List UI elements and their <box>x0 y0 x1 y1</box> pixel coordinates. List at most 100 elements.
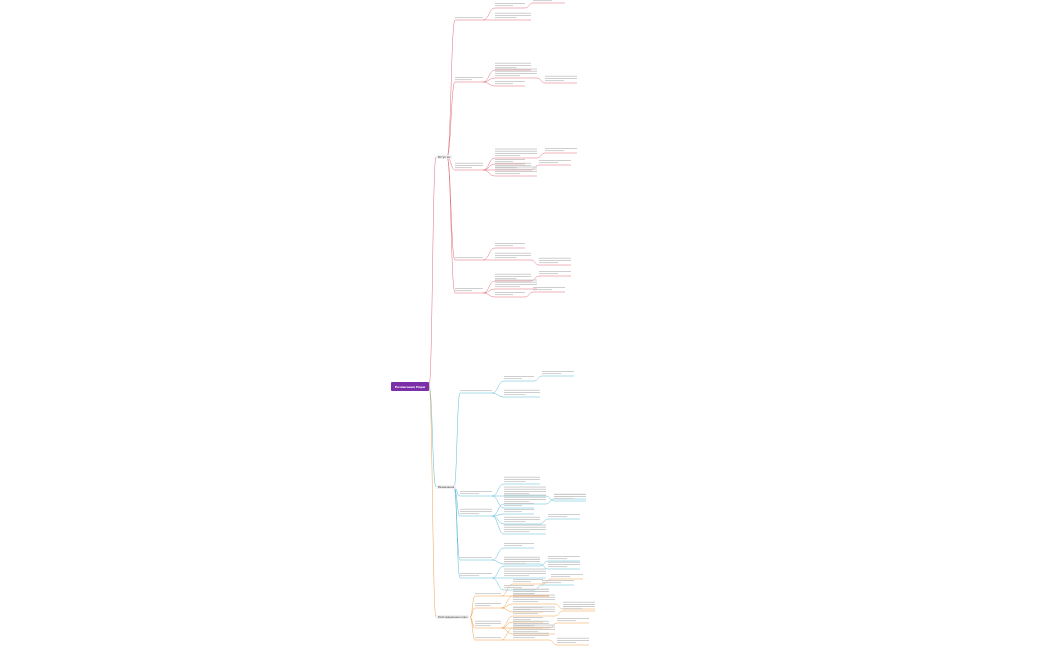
node-text <box>455 167 472 169</box>
node-text <box>539 257 571 259</box>
node-text <box>495 68 537 70</box>
node-text <box>495 243 525 244</box>
edge-level2 <box>453 392 461 488</box>
node-text <box>455 257 483 259</box>
node-text <box>495 255 531 256</box>
branch-node-2[interactable]: Визначення <box>436 485 457 490</box>
node-text <box>548 566 568 568</box>
node-text <box>495 171 537 172</box>
edge-level3 <box>482 81 496 87</box>
edge-level3 <box>491 503 505 517</box>
node-text <box>504 496 546 498</box>
node-text <box>504 587 522 589</box>
edge-level3 <box>491 392 505 398</box>
node-text <box>542 580 574 581</box>
node-text <box>545 78 577 79</box>
node-text <box>504 392 540 393</box>
edge-level2 <box>469 616 476 641</box>
node-text <box>460 511 492 512</box>
node-text <box>495 81 525 82</box>
node-text <box>563 601 595 603</box>
node-text <box>495 162 531 164</box>
node-text <box>513 579 543 580</box>
node-text <box>513 631 539 633</box>
edge-level4 <box>539 518 549 525</box>
node-text <box>504 479 540 480</box>
node-text <box>475 593 501 595</box>
node-text <box>513 619 531 621</box>
edge-level3 <box>491 495 505 509</box>
node-text <box>513 625 531 627</box>
node-text <box>460 493 480 495</box>
node-text <box>495 75 521 77</box>
node-text <box>495 281 537 283</box>
node-text <box>533 287 565 288</box>
branch-node-3[interactable]: Розпорядження ключ <box>436 615 470 620</box>
node-text <box>504 543 534 544</box>
node-text <box>495 279 537 281</box>
node-text <box>495 173 521 175</box>
edge-level2 <box>469 595 476 618</box>
node-text <box>504 545 522 547</box>
edge-level3 <box>491 565 505 579</box>
node-text <box>513 623 543 624</box>
node-text <box>495 67 517 69</box>
node-text <box>475 605 491 607</box>
edge-level3 <box>500 627 514 635</box>
node-text <box>460 573 492 574</box>
root-node[interactable]: Розписання Норм <box>391 382 429 391</box>
node-text <box>504 516 540 518</box>
node-text <box>548 558 568 560</box>
edge-level2 <box>453 486 461 561</box>
node-text <box>513 581 531 583</box>
node-text <box>513 611 555 612</box>
node-text <box>504 493 530 495</box>
node-text <box>504 501 530 503</box>
node-text <box>495 278 517 280</box>
node-text <box>557 637 589 639</box>
node-text <box>548 556 580 557</box>
node-text <box>557 640 589 641</box>
node-text <box>455 165 483 166</box>
node-text <box>539 162 559 164</box>
node-text <box>504 573 546 574</box>
edge-level3 <box>491 547 505 561</box>
edge-level4 <box>539 563 549 570</box>
node-text <box>460 390 492 392</box>
node-text <box>557 618 589 619</box>
node-text <box>504 563 526 565</box>
node-text <box>539 160 571 161</box>
node-text <box>495 167 517 169</box>
node-text <box>495 284 537 285</box>
node-text <box>455 17 483 19</box>
node-text <box>504 509 534 510</box>
node-text <box>513 632 549 634</box>
node-text <box>504 521 526 523</box>
node-text <box>554 498 574 500</box>
edge-level3 <box>500 583 514 597</box>
node-text <box>495 17 517 19</box>
node-text <box>513 635 549 636</box>
edge-level4 <box>548 639 558 646</box>
node-text <box>513 626 555 628</box>
edge-level3 <box>482 7 496 21</box>
branch-node-1[interactable]: Вступ до <box>436 155 453 160</box>
node-text <box>495 62 531 64</box>
node-text <box>495 12 531 14</box>
node-text <box>513 608 555 610</box>
edge-level3 <box>491 513 505 517</box>
node-text <box>513 606 555 608</box>
node-text <box>495 257 517 259</box>
node-text <box>460 508 492 510</box>
edge-level3 <box>500 627 514 641</box>
node-text <box>504 568 546 570</box>
node-text <box>504 389 540 391</box>
node-text <box>504 529 546 530</box>
edge-level3 <box>482 157 496 171</box>
edge-level4 <box>545 495 555 502</box>
node-text <box>557 642 577 644</box>
node-text <box>460 557 492 559</box>
edge-level3 <box>500 615 514 629</box>
edge-level2 <box>453 486 461 579</box>
edge-level3 <box>482 169 496 177</box>
